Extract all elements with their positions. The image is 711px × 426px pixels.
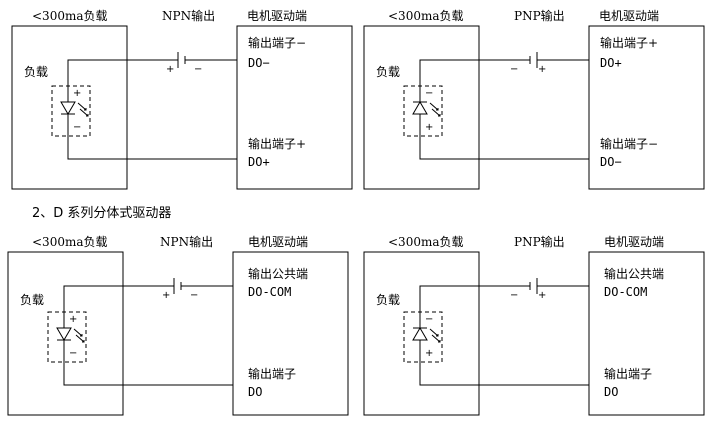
terminal-bottom-line1: 输出端子+: [248, 136, 306, 151]
led-emission-arrows-icon: [429, 102, 441, 117]
led-diode-icon: [56, 327, 72, 341]
battery-right-sign: −: [190, 290, 198, 301]
led-top-sign: −: [425, 314, 433, 325]
mode-label: NPN输出: [162, 8, 215, 23]
led-diode-icon: [412, 327, 428, 341]
wire-bottom: [67, 134, 237, 160]
led-emission-arrows-icon: [429, 328, 441, 343]
battery-right-sign: +: [538, 290, 546, 301]
led-bottom-sign: +: [425, 122, 433, 133]
terminal-bottom-line1: 输出端子−: [600, 136, 658, 151]
load-box: [363, 251, 480, 416]
battery-right-sign: +: [538, 64, 546, 75]
terminal-bottom-line1: 输出端子: [604, 366, 652, 381]
terminal-bottom-line1: 输出端子: [248, 366, 296, 381]
led-dashed-frame: [403, 311, 443, 363]
driver-header: 电机驱动端: [248, 235, 308, 249]
driver-header: 电机驱动端: [247, 9, 307, 23]
terminal-top-line1: 输出端子−: [248, 35, 306, 50]
terminal-top-line2: DO-COM: [604, 285, 647, 299]
led-dashed-frame: [403, 85, 443, 137]
mode-label: PNP输出: [514, 8, 565, 23]
terminal-bottom-line2: DO−: [600, 155, 622, 169]
load-header: <300ma负载: [32, 235, 108, 249]
led-top-sign: +: [73, 88, 81, 99]
driver-box: [588, 251, 705, 416]
terminal-bottom-line2: DO+: [248, 155, 270, 169]
battery-right-sign: −: [194, 64, 202, 75]
load-box: [7, 251, 124, 416]
load-header: <300ma负载: [32, 9, 108, 23]
terminal-top-line1: 输出公共端: [248, 266, 308, 281]
wire-bottom: [419, 360, 589, 386]
driver-box: [232, 251, 349, 416]
terminal-bottom-line2: DO: [604, 385, 618, 399]
mode-label: PNP输出: [514, 234, 565, 249]
terminal-top-line1: 输出端子+: [600, 35, 658, 50]
driver-header: 电机驱动端: [599, 9, 659, 23]
battery-left-sign: +: [162, 290, 170, 301]
led-emission-arrows-icon: [77, 102, 89, 117]
wire-bottom: [63, 360, 233, 386]
load-header: <300ma负载: [388, 235, 464, 249]
diagram-npn-top: <300ma负载 NPN输出 电机驱动端 负载 + − + − 输出端子− DO…: [11, 8, 353, 190]
diagram-pnp-bottom: <300ma负载 PNP输出 电机驱动端 负载 − + − + 输出公共端 DO…: [363, 234, 705, 416]
led-top-sign: −: [425, 88, 433, 99]
led-bottom-sign: −: [73, 122, 81, 133]
terminal-top-line2: DO+: [600, 56, 622, 70]
terminal-top-line1: 输出公共端: [604, 266, 664, 281]
diagram-npn-bottom: <300ma负载 NPN输出 电机驱动端 负载 + − + − 输出公共端 DO…: [7, 234, 349, 416]
driver-box: [236, 25, 353, 190]
battery-left-sign: −: [510, 290, 518, 301]
terminal-top-line2: DO-COM: [248, 285, 291, 299]
led-bottom-sign: −: [69, 348, 77, 359]
load-box: [363, 25, 480, 190]
section-heading: 2、D 系列分体式驱动器: [32, 206, 171, 221]
load-box: [11, 25, 128, 190]
led-bottom-sign: +: [425, 348, 433, 359]
led-diode-icon: [412, 101, 428, 115]
battery-left-sign: +: [166, 64, 174, 75]
driver-box: [588, 25, 705, 190]
led-diode-icon: [60, 101, 76, 115]
led-emission-arrows-icon: [73, 328, 85, 343]
wire-top-left: [63, 285, 174, 314]
led-dashed-frame: [51, 85, 91, 137]
terminal-bottom-line2: DO: [248, 385, 262, 399]
battery-left-sign: −: [510, 64, 518, 75]
terminal-top-line2: DO−: [248, 56, 270, 70]
load-label: 负载: [376, 65, 400, 79]
diagram-pnp-top: <300ma负载 PNP输出 电机驱动端 负载 − + − + 输出端子+ DO…: [363, 8, 705, 190]
load-header: <300ma负载: [388, 9, 464, 23]
wire-top-left: [419, 59, 530, 88]
load-label: 负载: [20, 293, 44, 307]
wire-top-left: [67, 59, 178, 88]
mode-label: NPN输出: [160, 234, 213, 249]
load-label: 负载: [24, 65, 48, 79]
led-dashed-frame: [47, 311, 87, 363]
wire-top-left: [419, 285, 530, 314]
driver-header: 电机驱动端: [604, 235, 664, 249]
load-label: 负载: [376, 293, 400, 307]
wire-bottom: [419, 134, 589, 160]
led-top-sign: +: [69, 314, 77, 325]
